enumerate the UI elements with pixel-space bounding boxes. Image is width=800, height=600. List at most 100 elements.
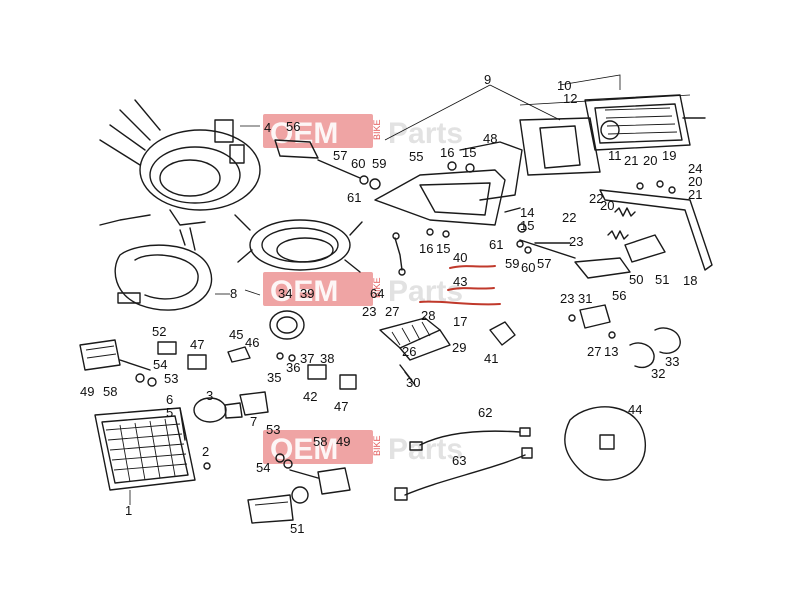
callout-56-a: 56 bbox=[286, 119, 300, 134]
callout-51-a: 51 bbox=[655, 272, 669, 287]
springs-drawing bbox=[607, 180, 676, 240]
callout-61-b: 61 bbox=[489, 237, 503, 252]
callout-9: 9 bbox=[484, 72, 491, 87]
callout-18: 18 bbox=[683, 273, 697, 288]
callout-11: 11 bbox=[608, 148, 622, 163]
callout-28: 28 bbox=[421, 308, 435, 323]
callout-62: 62 bbox=[478, 405, 492, 420]
callout-23-a: 23 bbox=[569, 234, 583, 249]
central-harness-drawing bbox=[234, 214, 363, 273]
connectors-group-drawing bbox=[157, 341, 357, 390]
license-bracket-drawing bbox=[374, 141, 523, 226]
callout-56-b: 56 bbox=[612, 288, 626, 303]
callout-32: 32 bbox=[651, 366, 665, 381]
callout-20-b: 20 bbox=[688, 174, 702, 189]
callout-64: 64 bbox=[370, 286, 384, 301]
callout-27-a: 27 bbox=[385, 304, 399, 319]
callout-30: 30 bbox=[406, 375, 420, 390]
callout-38: 38 bbox=[320, 351, 334, 366]
callout-36: 36 bbox=[286, 360, 300, 375]
callout-15-b: 15 bbox=[436, 241, 450, 256]
callout-20-a: 20 bbox=[643, 153, 657, 168]
watermark-brand: OEM bbox=[270, 117, 338, 150]
clips-drawing bbox=[629, 327, 681, 369]
callout-29: 29 bbox=[452, 340, 466, 355]
lower-lens-drawing bbox=[247, 494, 294, 524]
callout-19: 19 bbox=[662, 148, 676, 163]
callout-6: 6 bbox=[166, 392, 173, 407]
callout-15-a: 15 bbox=[462, 145, 476, 160]
fasteners-drawing bbox=[426, 161, 571, 254]
watermark-top: OEM Parts BIKE bbox=[263, 114, 463, 150]
callout-12: 12 bbox=[563, 91, 577, 106]
headlight-drawing bbox=[94, 407, 211, 491]
callout-20-c: 20 bbox=[600, 198, 614, 213]
callout-15-c: 15 bbox=[520, 218, 534, 233]
callout-49-b: 49 bbox=[336, 434, 350, 449]
callout-13: 13 bbox=[604, 344, 618, 359]
callout-58-b: 58 bbox=[313, 434, 327, 449]
watermark-brand: OEM bbox=[270, 275, 338, 308]
callout-60-a: 60 bbox=[351, 156, 365, 171]
callout-21-b: 21 bbox=[688, 187, 702, 202]
watermark-tail: Parts bbox=[388, 117, 463, 150]
callout-2: 2 bbox=[202, 444, 209, 459]
watermark-small: BIKE bbox=[372, 119, 382, 140]
callout-16-b: 16 bbox=[419, 241, 433, 256]
callout-63: 63 bbox=[452, 453, 466, 468]
callout-54-a: 54 bbox=[153, 357, 167, 372]
callout-44: 44 bbox=[628, 402, 642, 417]
callout-54-b: 54 bbox=[256, 460, 270, 475]
watermark-tail: Parts bbox=[388, 433, 463, 466]
callout-47-a: 47 bbox=[190, 337, 204, 352]
watermark-small: BIKE bbox=[372, 435, 382, 456]
rear-indicator-drawing bbox=[519, 189, 713, 279]
callout-57-a: 57 bbox=[333, 148, 347, 163]
connector-41-drawing bbox=[489, 321, 516, 346]
main-harness-drawing bbox=[99, 99, 261, 226]
callout-53-a: 53 bbox=[164, 371, 178, 386]
callout-59-a: 59 bbox=[372, 156, 386, 171]
lower-indicator-drawing bbox=[275, 453, 351, 504]
callout-5: 5 bbox=[166, 405, 173, 420]
side-harness-drawing bbox=[564, 406, 646, 481]
callout-31: 31 bbox=[578, 291, 592, 306]
horn-drawing bbox=[269, 310, 305, 362]
cables-drawing bbox=[394, 427, 533, 501]
callout-17: 17 bbox=[453, 314, 467, 329]
callout-16-a: 16 bbox=[440, 145, 454, 160]
callout-1: 1 bbox=[125, 503, 132, 518]
callout-14: 14 bbox=[520, 205, 534, 220]
headlight-bulb-drawing bbox=[193, 391, 269, 423]
leader-lines bbox=[129, 74, 691, 505]
callout-23-c: 23 bbox=[560, 291, 574, 306]
callout-22-b: 22 bbox=[562, 210, 576, 225]
relay-drawing bbox=[568, 304, 616, 339]
callout-37: 37 bbox=[300, 351, 314, 366]
callout-58-a: 58 bbox=[103, 384, 117, 399]
secondary-harness-drawing bbox=[114, 227, 213, 311]
callout-48: 48 bbox=[483, 131, 497, 146]
callout-42: 42 bbox=[303, 389, 317, 404]
terminal-block-drawing bbox=[379, 317, 451, 386]
turn-signal-top-drawing bbox=[274, 139, 381, 190]
callout-55: 55 bbox=[409, 149, 423, 164]
callout-27-b: 27 bbox=[587, 344, 601, 359]
callout-40: 40 bbox=[453, 250, 467, 265]
callout-52: 52 bbox=[152, 324, 166, 339]
watermark-brand: OEM bbox=[270, 433, 338, 466]
callout-24: 24 bbox=[688, 161, 702, 176]
callout-7: 7 bbox=[250, 414, 257, 429]
callout-23-b: 23 bbox=[362, 304, 376, 319]
callout-46: 46 bbox=[245, 335, 259, 350]
callout-50: 50 bbox=[629, 272, 643, 287]
callout-49-a: 49 bbox=[80, 384, 94, 399]
sensor-64-drawing bbox=[392, 232, 406, 276]
callout-47-b: 47 bbox=[334, 399, 348, 414]
front-indicator-drawing bbox=[79, 339, 157, 387]
callout-8: 8 bbox=[230, 286, 237, 301]
watermark-bottom: OEM Parts BIKE bbox=[263, 430, 463, 466]
callout-51-b: 51 bbox=[290, 521, 304, 536]
callout-57-b: 57 bbox=[537, 256, 551, 271]
callout-41: 41 bbox=[484, 351, 498, 366]
